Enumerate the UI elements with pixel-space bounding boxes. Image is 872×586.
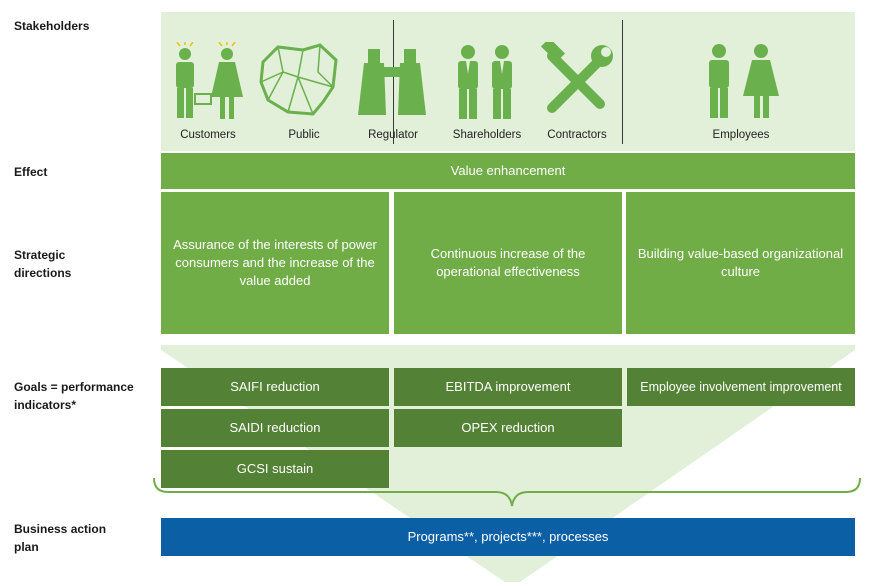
goal-employee-involvement: Employee involvement improvement (627, 368, 855, 406)
stakeholder-label-regulator: Regulator (368, 129, 418, 141)
goal-opex: OPEX reduction (394, 409, 622, 447)
customers-icon (176, 42, 243, 119)
goal-saidi: SAIDI reduction (161, 409, 389, 447)
binoculars-icon (358, 49, 426, 115)
businessmen-icon (458, 45, 512, 119)
employees-icon (709, 44, 779, 118)
stakeholder-label-contractors: Contractors (547, 129, 607, 141)
tools-icon (540, 42, 613, 113)
strategic-direction-1: Assurance of the interests of power cons… (161, 192, 389, 334)
stakeholder-label-public: Public (288, 129, 320, 141)
stakeholder-label-employees: Employees (712, 129, 770, 141)
goal-saifi: SAIFI reduction (161, 368, 389, 406)
goal-gcsi: GCSI sustain (161, 450, 389, 488)
row-label-stakeholders: Stakeholders (14, 19, 90, 33)
stakeholder-label-customers: Customers (180, 129, 236, 141)
brace (153, 477, 861, 507)
divider (622, 20, 623, 144)
effect-bar: Value enhancement (161, 153, 855, 189)
stakeholder-label-shareholders: Shareholders (452, 129, 522, 141)
goal-ebitda: EBITDA improvement (394, 368, 622, 406)
action-plan-bar: Programs**, projects***, processes (161, 518, 855, 556)
row-label-effect: Effect (14, 165, 48, 179)
map-icon (259, 43, 338, 116)
strategic-direction-2: Continuous increase of the operational e… (394, 192, 622, 334)
strategic-direction-3: Building value-based organizational cult… (626, 192, 855, 334)
divider (393, 20, 394, 144)
